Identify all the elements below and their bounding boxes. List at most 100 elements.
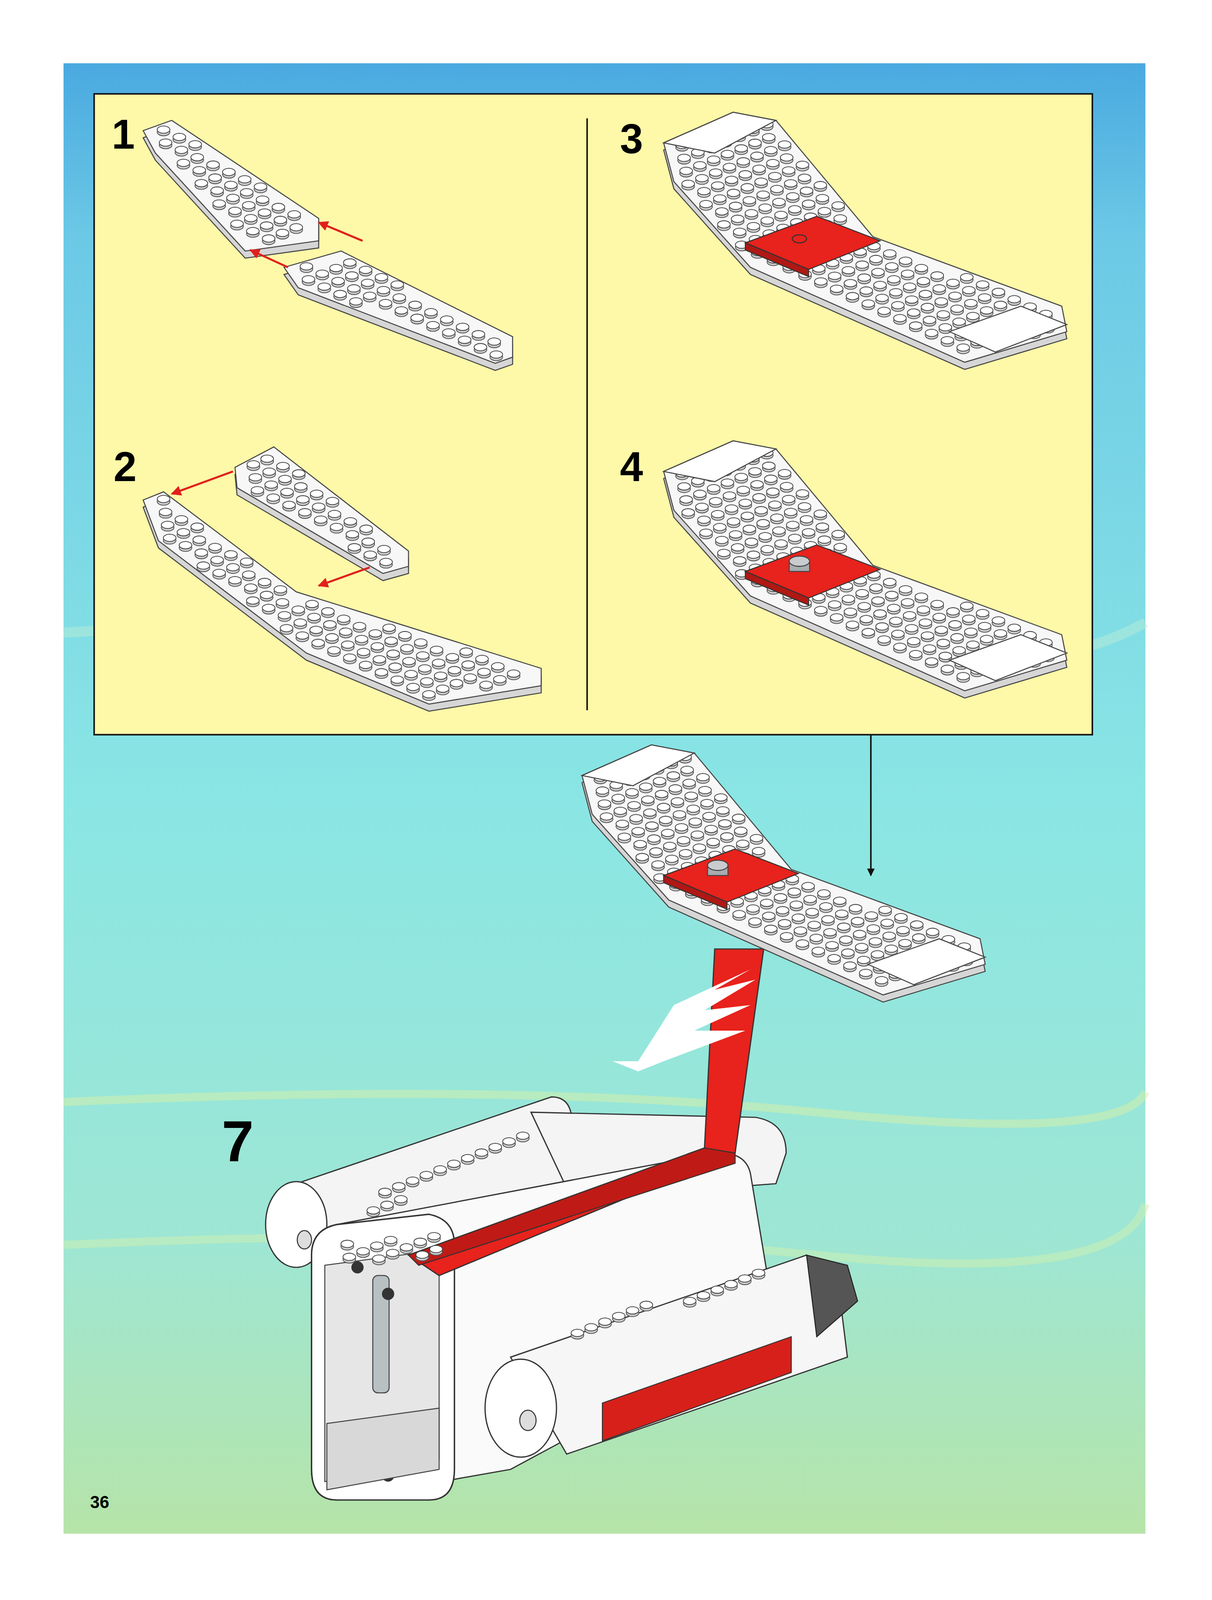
stud [307,613,321,621]
stud [440,315,454,324]
stud [337,615,351,623]
stud [195,549,208,557]
body-studs [341,1132,766,1340]
stud [671,797,684,806]
stud [657,803,670,811]
stud [341,1240,354,1248]
stud [754,506,768,514]
stud [964,628,978,636]
stud [992,288,1005,296]
stud [618,833,631,841]
stud [796,939,809,948]
stud [717,220,731,228]
stud [296,632,309,640]
final-tailplane [582,745,986,1003]
stud [857,602,871,610]
sky-ground [63,63,1146,1534]
plate-edge [283,258,513,371]
stud [433,1166,447,1174]
stud [930,271,944,279]
stud [456,323,470,331]
stud [345,271,359,279]
stud [356,1248,370,1256]
stud [798,502,812,511]
stud [675,823,689,831]
stud [748,467,762,475]
stud [803,895,817,903]
stud [721,150,734,158]
stud [909,650,922,658]
stud [647,834,661,843]
plate-top [283,250,513,364]
stud [938,323,952,331]
stud [699,528,713,537]
stud [738,1275,752,1283]
stud [857,956,871,964]
stud [422,690,436,698]
stud [748,139,762,147]
plate-edge [663,119,1067,370]
stud [442,328,456,337]
red-tile [745,545,880,599]
stud [762,912,775,920]
stud [349,297,363,306]
stud [752,164,766,173]
stud [612,1312,625,1320]
stud [669,784,682,793]
stud [331,277,345,285]
stud [747,551,760,559]
stud [869,255,883,263]
stud [687,805,700,813]
stud [242,201,256,209]
stud [280,624,293,632]
stud [287,210,301,219]
stud [807,921,821,929]
stud [273,585,287,593]
stud [488,1143,502,1151]
stud [907,309,921,317]
stud [683,1297,697,1305]
stud [343,654,356,662]
stud [375,273,388,281]
stud [177,528,190,536]
stud [889,617,903,625]
step-number: 4 [619,446,643,488]
stud [598,1318,612,1326]
stud [704,825,718,833]
stud [266,493,280,502]
stud [191,523,204,531]
stud [811,947,825,955]
stud [724,1280,738,1289]
stud [764,146,778,154]
stud [950,305,964,313]
stud [262,234,275,242]
stud [260,455,274,463]
stud [731,543,744,552]
stud [691,831,704,839]
stud [734,144,748,152]
stud [228,576,242,584]
stud [846,621,859,629]
stud [821,915,835,924]
stud [645,821,659,830]
stud [731,215,744,223]
stud [774,539,788,547]
stud [391,676,404,684]
stud [899,257,912,265]
plate-edge [663,447,1067,698]
stud [819,902,833,911]
stud [699,200,713,208]
stud [359,661,372,669]
stud [436,685,450,693]
stud [684,792,698,800]
stud [693,161,707,169]
stud [432,659,445,667]
stud [978,293,991,301]
stud [925,657,939,666]
plates [143,112,1067,712]
stud [802,200,816,208]
stud [810,934,823,942]
stud [860,287,873,295]
airplane-tail [265,949,858,1501]
plate-edge [582,752,986,1003]
